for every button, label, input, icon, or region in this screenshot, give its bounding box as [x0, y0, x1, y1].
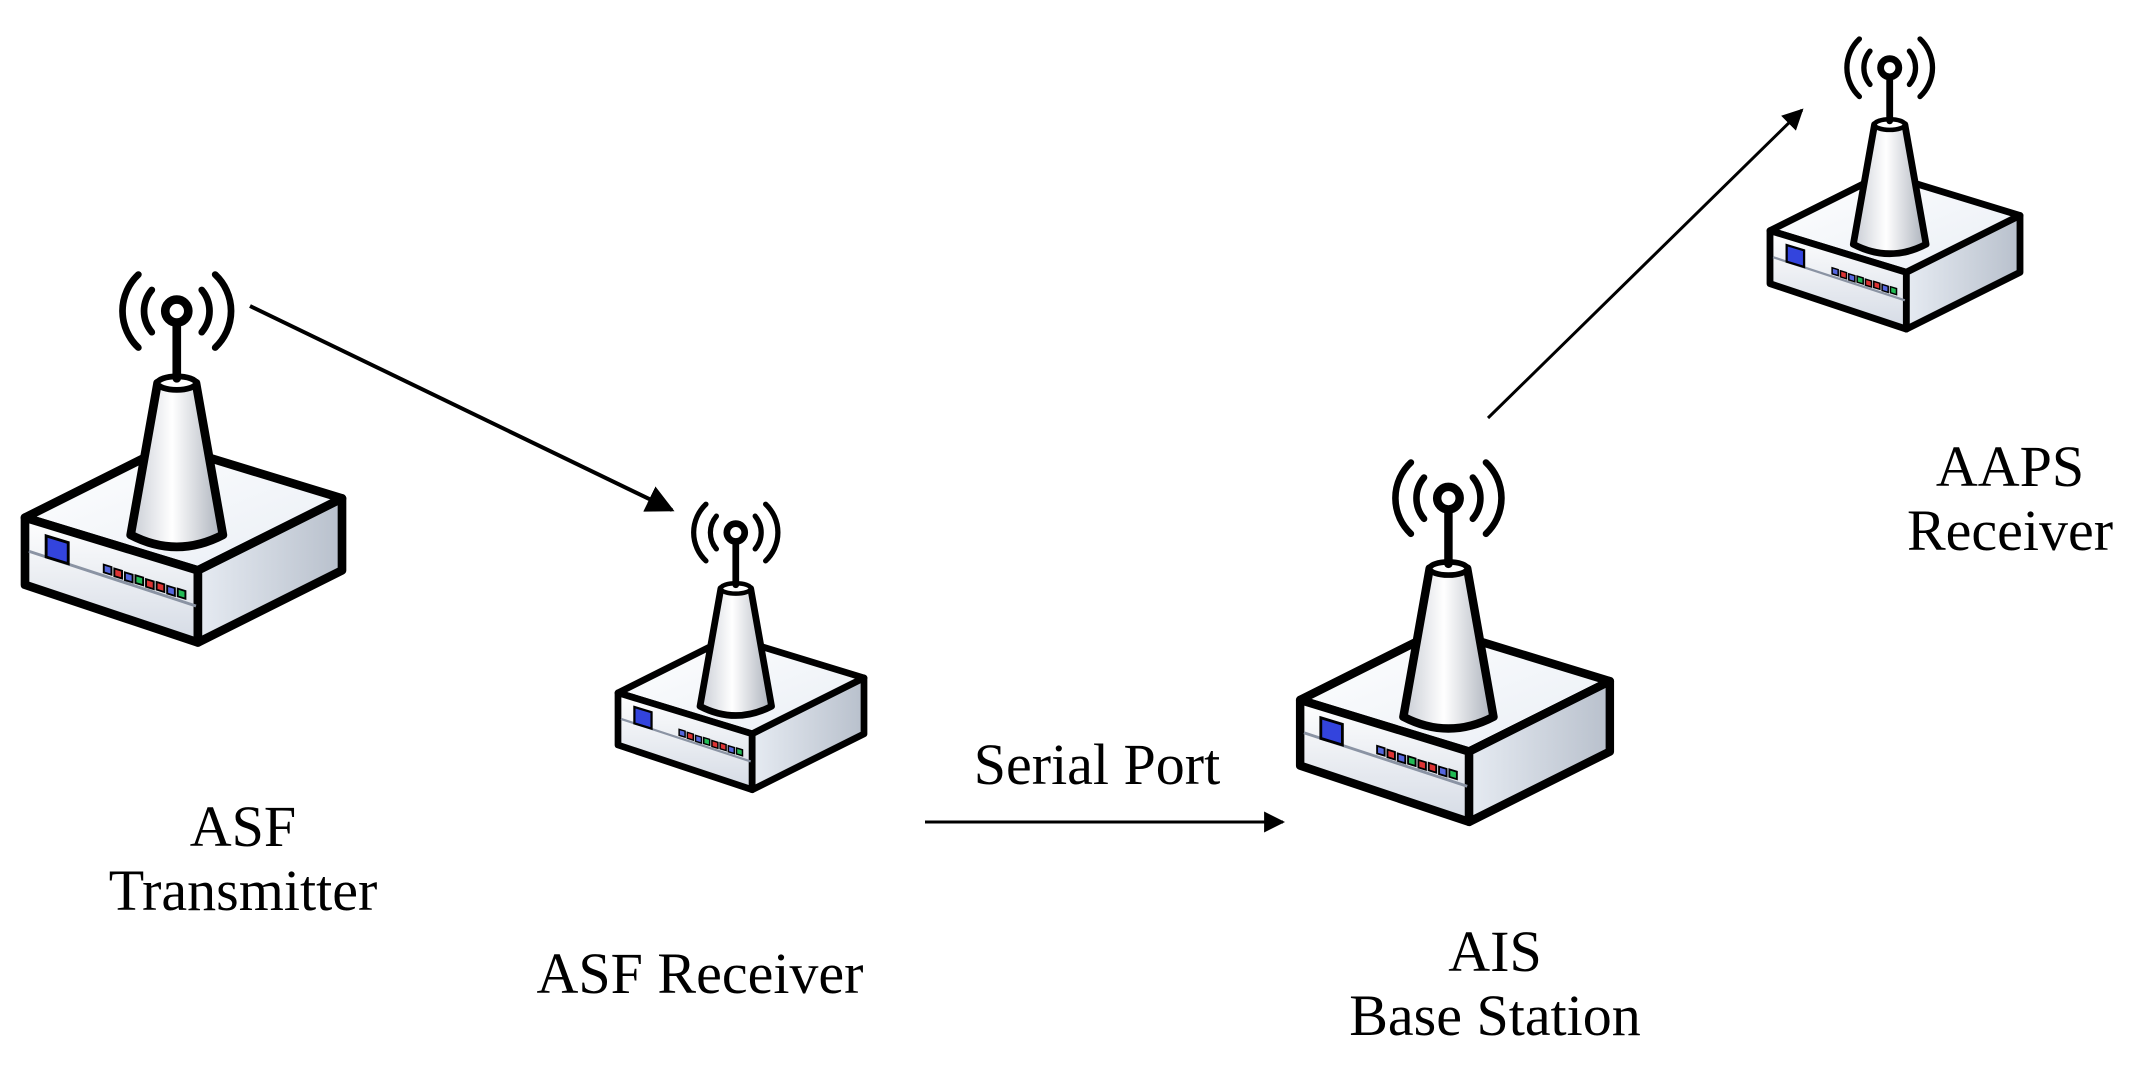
asf-transmitter-device: [25, 275, 342, 643]
asf-transmitter-label-line1: ASF: [189, 794, 297, 859]
asf-receiver-device: [618, 504, 864, 790]
wireless-router-icon: [1300, 462, 1610, 821]
wireless-router-icon: [1770, 39, 2020, 329]
aaps-receiver-device: [1770, 39, 2020, 329]
asf-transmitter-label: ASF Transmitter: [109, 795, 378, 923]
serial-port-label: Serial Port: [974, 733, 1220, 797]
aaps-receiver-label: AAPS Receiver: [1907, 435, 2113, 563]
ais-base-station-label: AIS Base Station: [1349, 920, 1641, 1048]
ais-base-station-label-line1: AIS: [1448, 919, 1542, 984]
aaps-receiver-label-line1: AAPS: [1935, 434, 2085, 499]
asf-receiver-label: ASF Receiver: [537, 942, 864, 1006]
serial-port-label-text: Serial Port: [973, 732, 1221, 797]
wireless-router-icon: [618, 504, 864, 790]
ais-base-station-label-line2: Base Station: [1349, 982, 1641, 1048]
wireless-router-icon: [25, 275, 342, 643]
ais-base-station-device: [1300, 462, 1610, 821]
asf-transmitter-label-line2: Transmitter: [108, 857, 378, 923]
transmitter-to-receiver-arrow: [249, 304, 675, 512]
aaps-receiver-label-line2: Receiver: [1906, 497, 2114, 563]
asf-receiver-label-line1: ASF Receiver: [536, 941, 864, 1006]
base-station-to-aaps-arrow: [1486, 108, 1804, 420]
